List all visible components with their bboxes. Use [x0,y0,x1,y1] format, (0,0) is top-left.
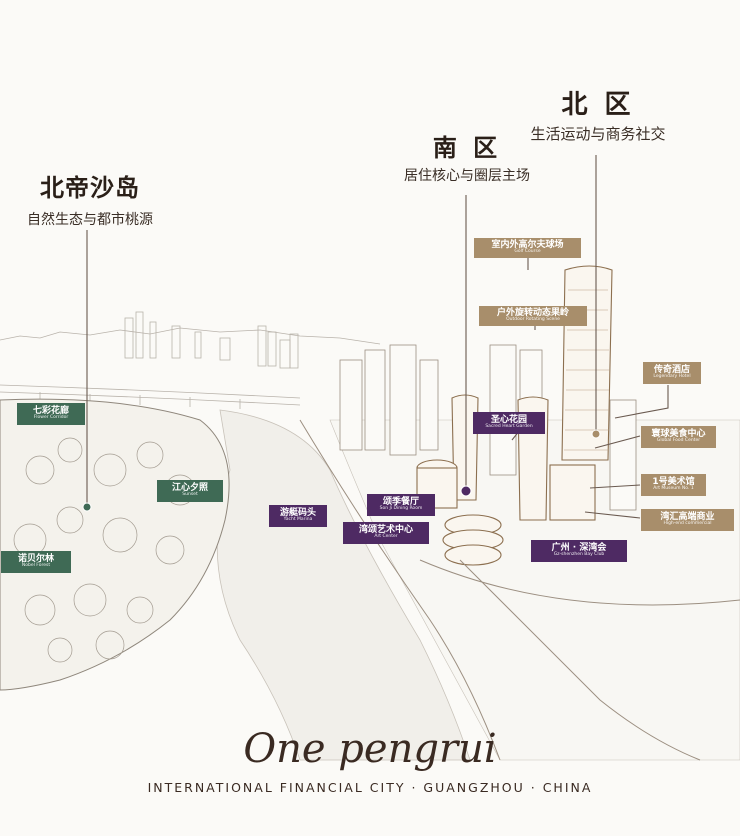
tag-sunset: 江心夕照 Sunset [157,480,223,502]
tag-nobel-forest-zh: 诺贝尔林 [17,553,54,564]
tag-art-museum-en: Art Museum No. 1 [653,486,694,492]
tag-flower-corridor-zh: 七彩花廊 [32,405,69,416]
tag-bay-club-en: Gz-shenzhen Bay Club [553,552,605,558]
south-zone-title: 南 区 [432,133,502,162]
tag-yacht-marina: 游艇码头 Yacht Marina [269,505,327,527]
tag-food-center: 寰球美食中心 Global Food Center [641,426,716,448]
tag-bay-club-zh: 广州 · 深湾会 [551,542,607,553]
tag-nobel-forest-en: Nobel Forest [21,563,51,569]
brand-signature: One pengrui [243,726,497,772]
tag-nobel-forest: 诺贝尔林 Nobel Forest [1,551,71,573]
tag-art-center: 湾颂艺术中心 Art Center [343,522,429,544]
tag-sacred-heart-garden-en: Sacred Heart Garden [485,424,533,430]
tag-yacht-marina-en: Yacht Marina [283,517,313,523]
island-zone-subtitle: 自然生态与都市桃源 [27,212,153,228]
tag-high-end-commercial-zh: 湾汇高端商业 [660,511,715,522]
tag-rotating-orchard-zh: 户外旋转动态果岭 [496,307,569,318]
tag-food-center-zh: 寰球美食中心 [651,428,706,439]
tag-high-end-commercial-en: High-end commercial [663,521,712,527]
tag-sacred-heart-garden-zh: 圣心花园 [490,414,527,425]
tag-yacht-marina-zh: 游艇码头 [279,507,316,518]
north-zone-title: 北 区 [561,90,635,120]
island-zone-title: 北帝沙岛 [40,173,140,202]
tag-art-center-zh: 湾颂艺术中心 [358,524,413,535]
tag-food-center-en: Global Food Center [656,438,701,444]
tag-flower-corridor: 七彩花廊 Flower Corridor [17,403,85,425]
tag-dining-room: 颂季餐厅 Son Ji Dining Room [367,494,435,516]
tag-sunset-en: Sunset [182,492,198,498]
tag-art-museum: 1号美术馆 Art Museum No. 1 [641,474,706,496]
tag-high-end-commercial: 湾汇高端商业 High-end commercial [641,509,734,531]
tag-bay-club: 广州 · 深湾会 Gz-shenzhen Bay Club [531,540,627,562]
tag-dining-room-zh: 颂季餐厅 [382,496,419,507]
tag-legendary-hotel-en: Legendary Hotel [653,374,691,380]
tag-golf-course-zh: 室内外高尔夫球场 [491,239,564,250]
island-zone-heading: 北帝沙岛 自然生态与都市桃源 [0,168,180,229]
tag-golf-course-en: Golf Course [514,249,541,255]
tag-art-museum-zh: 1号美术馆 [652,476,695,487]
tag-sacred-heart-garden: 圣心花园 Sacred Heart Garden [473,412,545,434]
tag-dining-room-en: Son Ji Dining Room [379,506,423,512]
tag-golf-course: 室内外高尔夫球场 Golf Course [474,238,581,258]
tag-legendary-hotel-zh: 传奇酒店 [653,364,690,375]
tag-rotating-orchard: 户外旋转动态果岭 Outdoor Rotating Scene [479,306,587,326]
brand-tagline: INTERNATIONAL FINANCIAL CITY · GUANGZHOU… [147,780,593,795]
tag-sunset-zh: 江心夕照 [171,482,208,493]
tag-rotating-orchard-en: Outdoor Rotating Scene [506,317,560,323]
north-zone-subtitle: 生活运动与商务社交 [530,125,666,143]
tag-legendary-hotel: 传奇酒店 Legendary Hotel [643,362,701,384]
south-zone-heading: 南 区 居住核心与圈层主场 [382,128,552,185]
north-zone-heading: 北 区 生活运动与商务社交 [508,84,688,144]
tag-flower-corridor-en: Flower Corridor [33,415,69,421]
tag-art-center-en: Art Center [374,534,398,540]
south-zone-subtitle: 居住核心与圈层主场 [404,168,530,184]
